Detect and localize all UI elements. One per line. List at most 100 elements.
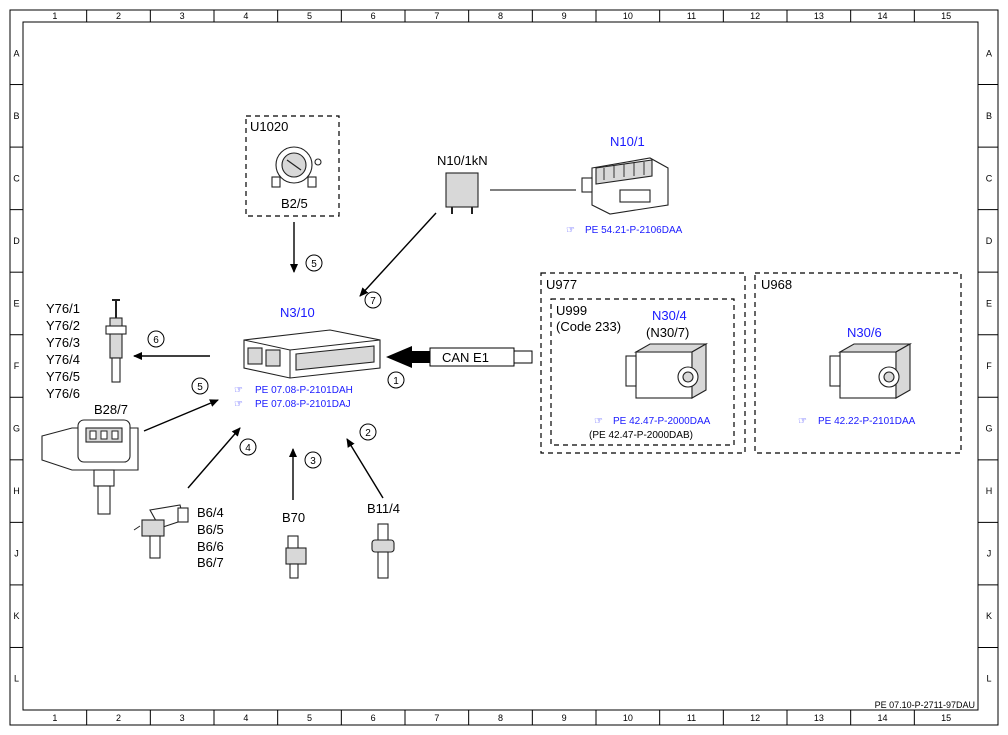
outer-frame — [9, 9, 999, 726]
n30-6-ref-hand-icon: ☞ — [798, 416, 807, 427]
svg-text:7: 7 — [370, 296, 376, 307]
grid-column-label: 8 — [498, 713, 503, 723]
b70-label: B70 — [282, 510, 305, 525]
grid-row-label: C — [986, 173, 993, 183]
callout-1: 1 — [387, 371, 405, 389]
u999-label: U999 — [556, 303, 587, 318]
callout-2: 2 — [359, 423, 377, 441]
callout-7: 7 — [364, 291, 382, 309]
grid-column-label: 10 — [623, 11, 633, 21]
grid-row-label: D — [986, 236, 993, 246]
n3-10-label: N3/10 — [280, 305, 315, 320]
callout-6: 6 — [147, 330, 165, 348]
svg-text:2: 2 — [365, 428, 371, 439]
grid-column-label: 12 — [750, 11, 760, 21]
grid-column-label: 1 — [52, 713, 57, 723]
grid-column-label: 3 — [180, 11, 185, 21]
grid-row-label: B — [986, 111, 992, 121]
grid-column-label: 4 — [243, 713, 248, 723]
grid-row-label: K — [986, 611, 992, 621]
n10-1kn-label: N10/1kN — [437, 153, 488, 168]
grid-row-label: J — [987, 549, 992, 559]
grid-row-label: E — [986, 298, 992, 308]
n30-4-ref-alt: (PE 42.47-P-2000DAB) — [589, 430, 693, 441]
svg-text:6: 6 — [153, 335, 159, 346]
b6-sensor-icon — [133, 504, 189, 559]
y76-injector-icon — [105, 299, 127, 383]
n30-4-ref-hand-icon: ☞ — [594, 416, 603, 427]
grid-column-label: 13 — [814, 11, 824, 21]
y76-label: Y76/1 — [46, 301, 80, 316]
arrow-b6-to-n3-10 — [187, 427, 241, 489]
grid-column-label: 11 — [687, 713, 696, 723]
grid-row-label: L — [14, 674, 19, 684]
n30-6-esp-unit-icon — [829, 343, 913, 399]
svg-text:5: 5 — [311, 259, 317, 270]
n3-10-ecu-icon — [243, 329, 381, 379]
callout-3: 3 — [304, 451, 322, 469]
y76-label: Y76/4 — [46, 352, 80, 367]
grid-column-label: 1 — [52, 11, 57, 21]
n3-10-ref2-hand-icon: ☞ — [234, 399, 243, 410]
n30-6-ref: PE 42.22-P-2101DAA — [818, 416, 916, 427]
n10-1kn-relay-icon — [445, 172, 479, 214]
grid-column-label: 13 — [814, 713, 824, 723]
n3-10-ref1-hand-icon: ☞ — [234, 385, 243, 396]
b6-label-list: B6/4 B6/5 B6/6 B6/7 — [197, 505, 224, 570]
grid-column-label: 10 — [623, 713, 633, 723]
inner-frame — [22, 21, 979, 711]
grid-row-label: F — [14, 361, 20, 371]
grid-column-label: 7 — [434, 713, 439, 723]
callout-5-top: 5 — [305, 254, 323, 272]
grid-column-label: 5 — [307, 713, 312, 723]
can-e1-label: CAN E1 — [442, 350, 489, 365]
n10-1-ref-hand-icon: ☞ — [566, 225, 575, 236]
grid-column-label: 11 — [687, 11, 696, 21]
grid-column-label: 14 — [877, 11, 887, 21]
u968-label: U968 — [761, 277, 792, 292]
grid-column-label: 3 — [180, 713, 185, 723]
grid-row-label: H — [13, 486, 20, 496]
footer-reference: PE 07.10-P-2711-97DAU — [875, 700, 975, 710]
n3-10-ref2: PE 07.08-P-2101DAJ — [255, 399, 351, 410]
n30-4-ref: PE 42.47-P-2000DAA — [613, 416, 711, 427]
callout-4: 4 — [239, 438, 257, 456]
b28-7-sensor-icon — [41, 419, 139, 515]
grid-row-label: C — [13, 173, 20, 183]
svg-text:4: 4 — [245, 443, 251, 454]
y76-label: Y76/2 — [46, 318, 80, 333]
grid-row-label: J — [14, 549, 19, 559]
y76-label: Y76/6 — [46, 386, 80, 401]
u999-code-label: (Code 233) — [556, 319, 621, 334]
grid-row-label: D — [13, 236, 20, 246]
grid-column-label: 6 — [371, 11, 376, 21]
b11-4-sensor-icon — [371, 523, 395, 579]
grid-column-label: 9 — [562, 713, 567, 723]
y76-label-list: Y76/1 Y76/2 Y76/3 Y76/4 Y76/5 Y76/6 — [46, 301, 80, 401]
grid-column-label: 15 — [941, 713, 951, 723]
grid-column-label: 12 — [750, 713, 760, 723]
u977-group-box — [540, 272, 746, 454]
n30-4-esp-unit-icon — [625, 343, 709, 399]
n3-10-ref1: PE 07.08-P-2101DAH — [255, 385, 353, 396]
svg-text:1: 1 — [393, 376, 399, 387]
grid-column-label: 4 — [243, 11, 248, 21]
n30-6-label: N30/6 — [847, 325, 882, 340]
b28-7-label: B28/7 — [94, 402, 128, 417]
grid-column-label: 15 — [941, 11, 951, 21]
b6-label: B6/5 — [197, 522, 224, 537]
grid-row-label: K — [13, 611, 19, 621]
grid-column-label: 7 — [434, 11, 439, 21]
n10-1-ref: PE 54.21-P-2106DAA — [585, 225, 683, 236]
b2-5-label: B2/5 — [281, 196, 308, 211]
grid-column-label: 2 — [116, 11, 121, 21]
grid-column-label: 5 — [307, 11, 312, 21]
n10-1-module-icon — [581, 157, 669, 215]
grid-row-label: A — [13, 48, 19, 58]
svg-text:3: 3 — [310, 456, 316, 467]
u1020-group-box — [245, 115, 340, 217]
arrow-b11-4-to-n3-10 — [346, 438, 384, 499]
